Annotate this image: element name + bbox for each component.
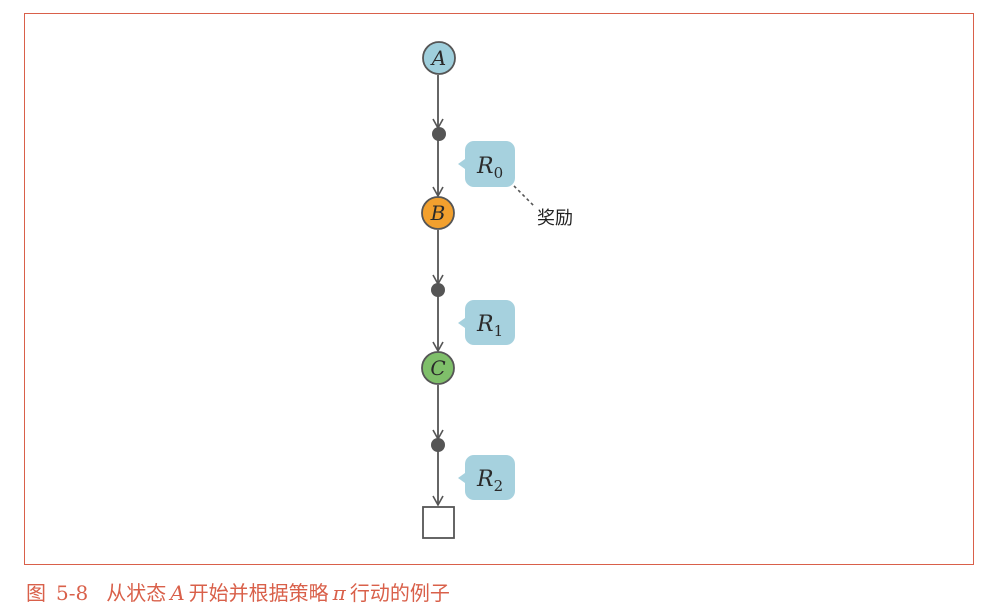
reward-callout-2: R2 [458, 455, 515, 500]
action-node-0 [432, 127, 446, 141]
reward-callout-0: R0 [458, 141, 515, 187]
state-node-c: C [421, 351, 455, 385]
reward-bubble-0 [458, 141, 515, 187]
caption-number: 5-8 [56, 581, 89, 605]
caption-text-before: 从状态 [106, 581, 167, 605]
state-node-c-label: C [430, 356, 445, 380]
annotation-leader-line [513, 185, 536, 208]
state-node-a-label: A [430, 46, 446, 70]
state-node-b: B [421, 196, 455, 230]
reward-bubble-2 [458, 455, 515, 500]
caption-prefix: 图 [26, 581, 46, 605]
state-node-a-circle [422, 41, 456, 75]
state-node-b-label: B [430, 201, 446, 225]
action-node-1 [431, 283, 445, 297]
terminal-node [422, 506, 455, 539]
caption-policy-var: π [332, 581, 346, 605]
caption-text-after: 行动的例子 [349, 581, 450, 605]
state-node-a: A [422, 41, 456, 75]
reward-bubble-1 [458, 300, 515, 345]
state-node-c-circle [421, 351, 455, 385]
reward-callout-1: R1 [458, 300, 515, 345]
reward-label-1: R1 [476, 312, 503, 340]
reward-annotation: 奖励 [513, 185, 573, 229]
caption-state-var: A [170, 581, 185, 605]
reward-label-0: R0 [476, 154, 503, 182]
state-node-b-circle [421, 196, 455, 230]
reward-label-2: R2 [476, 467, 503, 495]
action-node-2 [431, 438, 445, 452]
annotation-text: 奖励 [537, 208, 573, 229]
caption-text-middle: 开始并根据策略 [188, 581, 329, 605]
figure-frame [24, 13, 974, 565]
